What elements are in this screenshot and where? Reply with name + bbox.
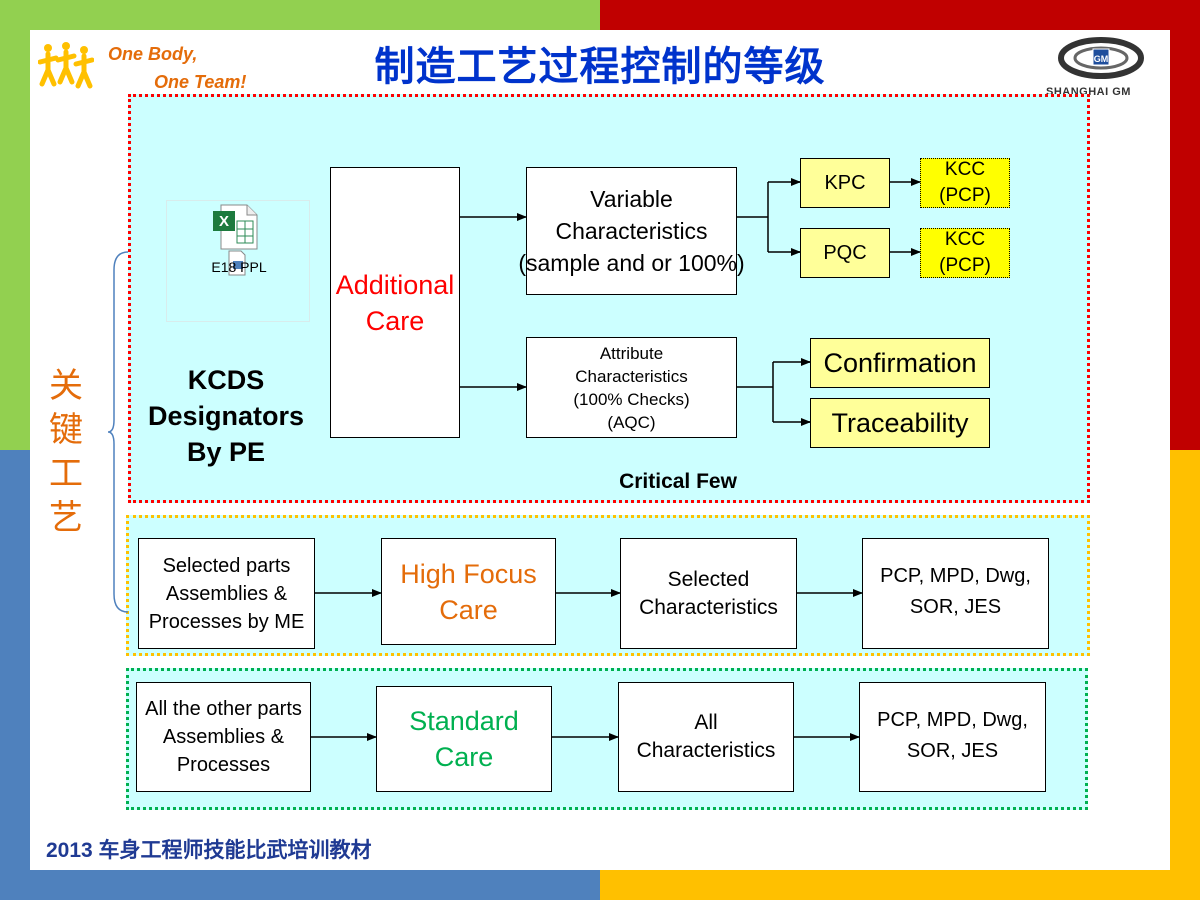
kcc-line: (PCP) xyxy=(939,255,991,276)
kcc-line: KCC xyxy=(944,159,986,180)
side-brace xyxy=(108,251,129,613)
gm-badge-text: GM xyxy=(1094,54,1109,64)
pqc-label: PQC xyxy=(823,241,867,264)
slogan-line-1: One Body, xyxy=(108,44,198,64)
traceability-box: Traceability xyxy=(810,398,990,448)
side-label-char: 工 xyxy=(49,455,83,493)
additional-care-line: Care xyxy=(365,305,425,336)
confirmation-label: Confirmation xyxy=(823,347,977,378)
selected-parts-line: Selected parts xyxy=(162,554,291,577)
high-focus-care-box: High Focus Care xyxy=(381,538,556,645)
standard-care-box: Standard Care xyxy=(376,686,552,792)
other-parts-box: All the other parts Assemblies & Process… xyxy=(136,682,311,792)
selected-characteristics-box: Selected Characteristics xyxy=(620,538,797,649)
additional-care-line: Additional xyxy=(335,269,455,300)
variable-line: (sample and or 100%) xyxy=(518,250,745,276)
docs-line: PCP, MPD, Dwg, xyxy=(877,709,1028,731)
other-parts-line: Assemblies & xyxy=(162,726,285,748)
side-label-char: 关 xyxy=(49,367,83,405)
kcc-line: KCC xyxy=(944,229,986,250)
critical-few-label: Critical Few xyxy=(619,470,737,493)
kcc-box-1: KCC (PCP) xyxy=(920,158,1010,208)
all-characteristics-box: All Characteristics xyxy=(618,682,794,792)
kpc-box: KPC xyxy=(800,158,890,208)
confirmation-box: Confirmation xyxy=(810,338,990,388)
standard-care-line: Standard xyxy=(409,706,519,736)
other-parts-line: All the other parts xyxy=(145,698,302,720)
kcc-line: (PCP) xyxy=(939,185,991,206)
docs-line: SOR, JES xyxy=(906,740,999,762)
docs-line: PCP, MPD, Dwg, xyxy=(880,565,1031,587)
selected-characteristics-line: Characteristics xyxy=(639,595,778,619)
attribute-line: (AQC) xyxy=(607,412,656,432)
docs-line: SOR, JES xyxy=(909,596,1002,618)
pqc-box: PQC xyxy=(800,228,890,278)
other-parts-line: Processes xyxy=(176,754,271,776)
kcds-line: KCDS xyxy=(187,365,265,395)
excel-file-icon: X xyxy=(213,204,258,276)
selected-characteristics-line: Selected xyxy=(667,567,750,591)
variable-line: Characteristics xyxy=(555,218,708,244)
kpc-label: KPC xyxy=(824,171,866,194)
kcc-box-2: KCC (PCP) xyxy=(920,228,1010,278)
all-characteristics-line: All xyxy=(694,711,718,734)
standard-care-line: Care xyxy=(434,742,494,772)
attribute-line: (100% Checks) xyxy=(573,389,690,409)
high-focus-line: High Focus xyxy=(400,558,537,589)
variable-line: Variable xyxy=(590,186,673,212)
shanghai-gm-logo: GM xyxy=(1058,37,1144,79)
traceability-label: Traceability xyxy=(831,407,969,438)
embedded-file-label: E18 PPL xyxy=(211,259,267,275)
variable-characteristics-box: Variable Characteristics (sample and or … xyxy=(518,167,745,295)
selected-parts-box: Selected parts Assemblies & Processes by… xyxy=(138,538,315,649)
page-title: 制造工艺过程控制的等级 xyxy=(374,45,826,89)
attribute-line: Characteristics xyxy=(575,366,688,386)
kcds-line: Designators xyxy=(147,401,305,431)
svg-text:X: X xyxy=(219,213,229,230)
kcds-line: By PE xyxy=(186,437,266,467)
selected-parts-line: Assemblies & xyxy=(165,582,288,605)
attribute-line: Attribute xyxy=(599,343,664,363)
variable-branch xyxy=(737,181,800,253)
high-focus-line: Care xyxy=(439,594,498,625)
side-label: 关 键 工 艺 xyxy=(44,364,88,540)
footer-text: 2013 车身工程师技能比武培训教材 xyxy=(46,839,372,862)
standard-docs-box: PCP, MPD, Dwg, SOR, JES xyxy=(859,682,1046,792)
team-people-icon xyxy=(38,42,94,89)
slogan-line-2: One Team! xyxy=(154,72,247,92)
connector-arrows xyxy=(311,178,921,741)
slide: One Body, One Team! 制造工艺过程控制的等级 GM SHANG… xyxy=(30,30,1170,870)
side-label-char: 键 xyxy=(49,411,83,449)
high-focus-docs-box: PCP, MPD, Dwg, SOR, JES xyxy=(862,538,1049,649)
kcds-designators-label: KCDS Designators By PE xyxy=(126,362,326,470)
attribute-branch xyxy=(737,361,810,423)
side-label-char: 艺 xyxy=(49,499,83,537)
all-characteristics-line: Characteristics xyxy=(636,739,776,762)
selected-parts-line: Processes by ME xyxy=(148,610,305,633)
embedded-file[interactable]: X E18 PPL xyxy=(166,200,310,322)
additional-care-box: Additional Care xyxy=(330,167,460,438)
